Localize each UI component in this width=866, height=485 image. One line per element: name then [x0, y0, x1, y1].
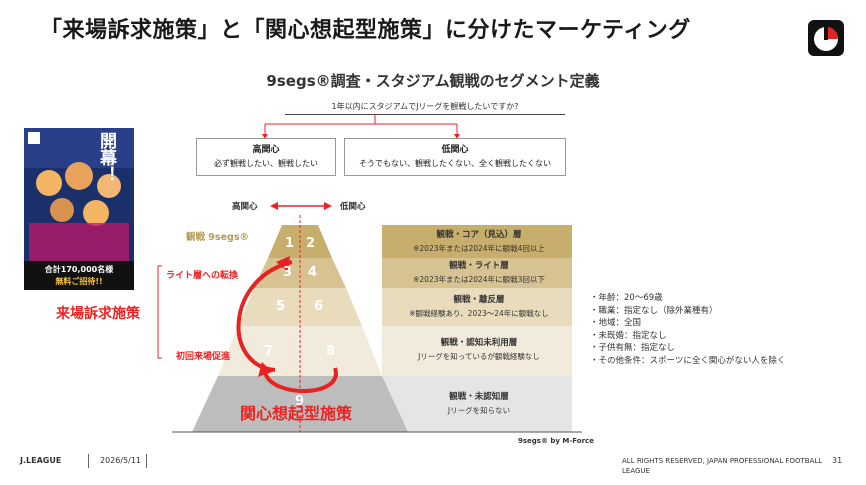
first-visit-label: 初回来場促進 — [176, 352, 231, 362]
band-label-lapsed: 観戦・離反層 ※観戦経験あり、2023～24年に観戦なし — [402, 294, 556, 320]
segment-number-3: 3 — [283, 265, 293, 280]
segment-number-4: 4 — [308, 265, 318, 280]
strategy-bracket — [157, 265, 162, 359]
footer-date: 2026/5/11 — [100, 456, 142, 465]
segment-number-1: 1 — [285, 236, 295, 251]
poster-badge: 開幕！ — [96, 132, 116, 183]
band-unaware-desc: Jリーグを知らない — [447, 406, 511, 415]
band-lapsed-desc: ※観戦経験あり、2023～24年に観戦なし — [409, 309, 549, 318]
direction-high-label: 高関心 — [232, 202, 258, 212]
condition-item: ・地域：全国 — [590, 318, 642, 328]
campaign-poster: 開幕！ 合計170,000名様 無料ご招待!! — [24, 128, 134, 290]
footer-divider — [88, 454, 89, 468]
segment-number-6: 6 — [314, 299, 324, 314]
segment-number-5: 5 — [276, 299, 286, 314]
poster-text-2: 無料ご招待!! — [55, 277, 103, 286]
band-unaware-name: 観戦・未認知層 — [449, 392, 509, 402]
question-divider — [285, 114, 565, 115]
low-interest-box: 低関心 そうでもない、観戦したくない、全く観戦したくない — [344, 138, 566, 176]
band-label-aware: 観戦・認知未利用層 Jリーグを知っているが観戦経験なし — [402, 337, 556, 363]
low-interest-desc: そうでもない、観戦したくない、全く観戦したくない — [359, 159, 551, 168]
footer-rights-text: ALL RIGHTS RESERVED, JAPAN PROFESSIONAL … — [622, 457, 823, 475]
band-aware-desc: Jリーグを知っているが観戦経験なし — [418, 352, 540, 361]
high-interest-desc: 必ず観戦したい、観戦したい — [214, 159, 318, 168]
band-lapsed-name: 観戦・離反層 — [453, 295, 505, 305]
band-light-name: 観戦・ライト層 — [449, 261, 509, 271]
footer-brand: J.LEAGUE — [20, 456, 62, 465]
band-label-unaware: 観戦・未認知層 Jリーグを知らない — [402, 391, 556, 417]
survey-question: 1年以内にスタジアムでJリーグを観戦したいですか? — [331, 102, 519, 111]
band-label-core: 観戦・コア（見込）層 ※2023年または2024年に観戦4回以上 — [402, 229, 556, 255]
high-interest-box: 高関心 必ず観戦したい、観戦したい — [196, 138, 336, 176]
direction-arrows — [270, 202, 332, 210]
interest-strategy-label: 関心想起型施策 — [240, 404, 353, 423]
condition-item: ・職業：指定なし（除外業種有） — [590, 305, 718, 316]
condition-item: ・その他条件：スポーツに全く関心がない人を除く — [590, 355, 786, 366]
band-bg-unaware — [382, 376, 572, 432]
band-bg-aware — [382, 326, 572, 376]
high-interest-title: 高関心 — [252, 145, 280, 155]
band-bg-lapsed — [382, 288, 572, 326]
band-light-desc: ※2023年または2024年に観戦3回以下 — [413, 275, 545, 284]
condition-item: ・子供有無：指定なし — [590, 343, 676, 353]
branch-arrows — [262, 114, 460, 139]
source-credit: 9segs® by M-Force — [518, 437, 594, 445]
direction-low-label: 低関心 — [340, 202, 366, 212]
band-label-light: 観戦・ライト層 ※2023年または2024年に観戦3回以下 — [402, 260, 556, 286]
page-title: 「来場訴求施策」と「関心想起型施策」に分けたマーケティング — [40, 18, 691, 43]
tier-unaware — [192, 376, 408, 432]
band-bg-core — [382, 225, 572, 258]
segment-number-8: 8 — [326, 344, 336, 359]
footer-rights: ALL RIGHTS RESERVED, JAPAN PROFESSIONAL … — [622, 456, 846, 476]
poster-text-1: 合計170,000名様 — [44, 265, 114, 274]
low-interest-title: 低関心 — [441, 145, 469, 155]
condition-item: ・年齢：20～69歳 — [590, 293, 663, 303]
first-visit-arrow — [263, 367, 338, 393]
condition-item: ・未既婚：指定なし — [590, 330, 667, 341]
segment-number-2: 2 — [306, 236, 316, 251]
pyramid-top-label: 観戦 9segs® — [186, 232, 249, 243]
visit-strategy-label: 来場訴求施策 — [56, 306, 140, 322]
diagram-title: 9segs®調査・スタジアム観戦のセグメント定義 — [266, 72, 600, 90]
band-bg-light — [382, 258, 572, 288]
jleague-logo-icon — [808, 20, 844, 56]
survey-conditions: ・年齢：20～69歳 ・職業：指定なし（除外業種有） ・地域：全国 ・未既婚：指… — [590, 292, 785, 367]
light-conversion-arrow — [236, 260, 293, 372]
segment-number-9: 9 — [295, 394, 305, 409]
band-aware-name: 観戦・認知未利用層 — [440, 338, 518, 348]
light-conversion-label: ライト層への転換 — [166, 271, 239, 281]
footer-divider — [146, 454, 147, 468]
band-core-name: 観戦・コア（見込）層 — [436, 230, 522, 240]
segment-number-7: 7 — [264, 344, 274, 359]
band-core-desc: ※2023年または2024年に観戦4回以上 — [413, 244, 545, 253]
page-number: 31 — [832, 456, 843, 465]
